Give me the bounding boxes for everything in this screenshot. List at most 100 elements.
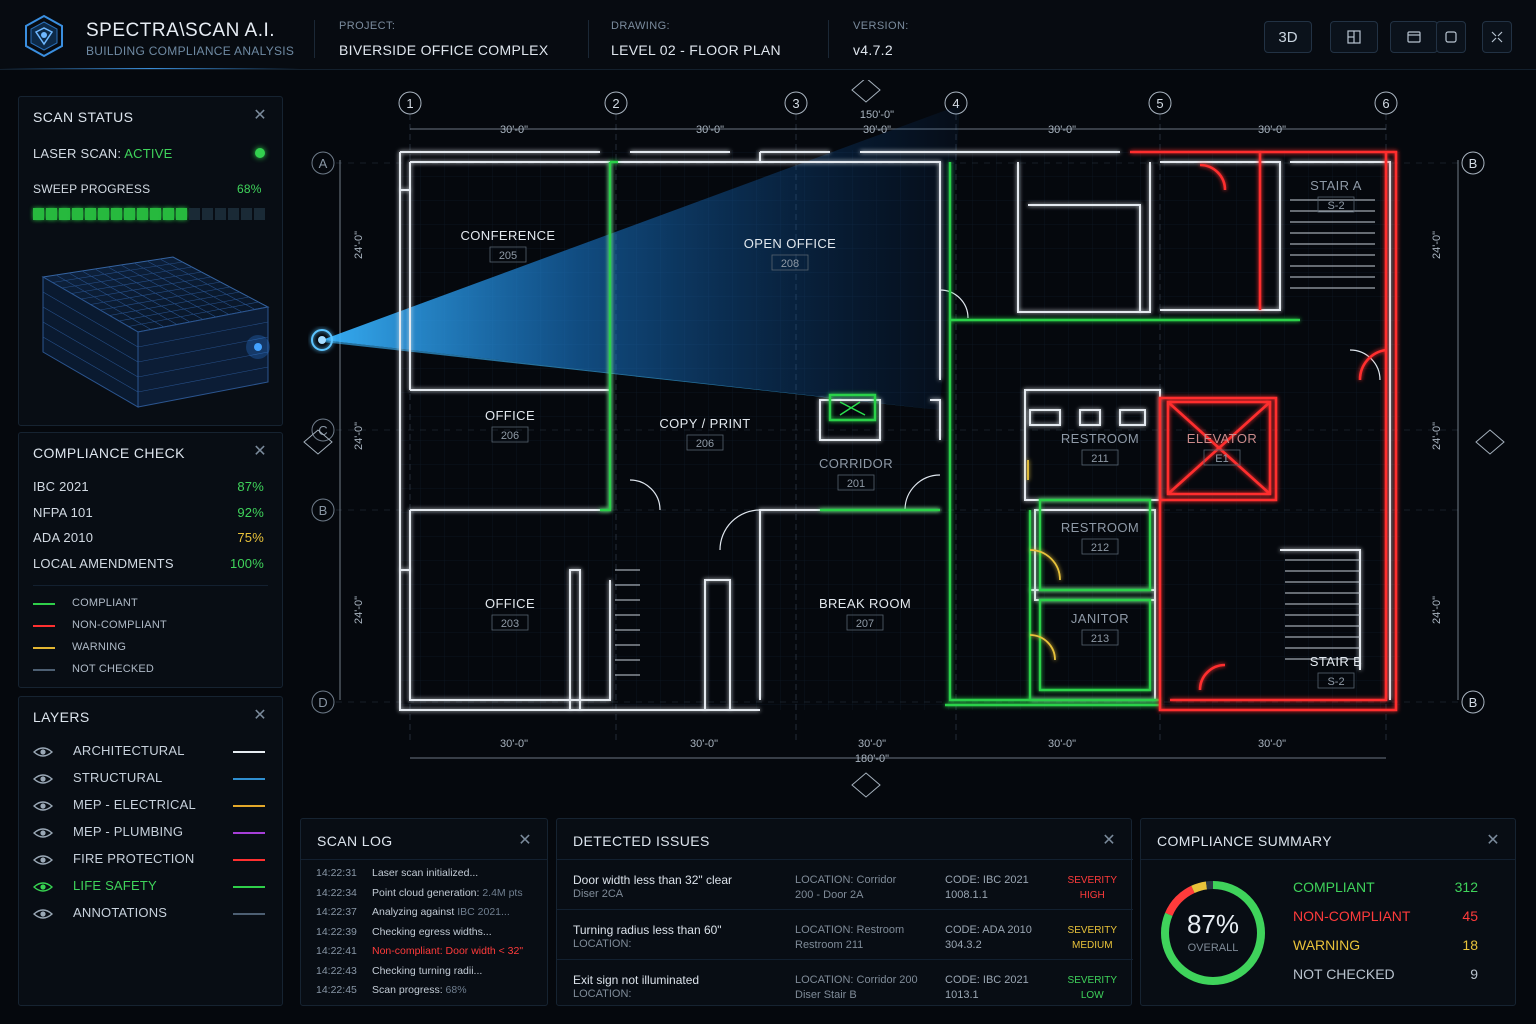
dimension-label: 24'-0"	[1431, 596, 1443, 624]
close-icon[interactable]: ✕	[253, 707, 267, 724]
sweep-value: 68%	[237, 182, 262, 196]
overall-percent: 87%	[1186, 909, 1240, 939]
room-name[interactable]: OFFICE	[485, 596, 535, 611]
issue-code-line: 1013.1	[945, 989, 979, 1001]
grid-label: 4	[952, 96, 959, 111]
room-name[interactable]: OPEN OFFICE	[744, 236, 837, 251]
issue-location-line: Diser Stair B	[795, 989, 857, 1001]
maximize-button[interactable]	[1436, 21, 1466, 53]
eye-icon[interactable]	[32, 907, 54, 919]
panel-title: LAYERS	[33, 709, 90, 725]
layer-color-swatch	[233, 751, 265, 753]
progress-segment	[228, 208, 239, 220]
close-icon[interactable]: ✕	[518, 832, 532, 849]
stair-treads	[615, 199, 1375, 676]
room-name[interactable]: JANITOR	[1071, 611, 1129, 626]
issue-code: CODE: IBC 2021 1013.1	[945, 973, 1029, 1003]
view-3d-button[interactable]: 3D	[1264, 21, 1312, 53]
overall-donut-chart	[1161, 881, 1265, 985]
dimension-label: 24'-0"	[353, 596, 365, 624]
issue-row[interactable]: Turning radius less than 60"LOCATION:LOC…	[557, 909, 1133, 959]
layer-label[interactable]: ANNOTATIONS	[73, 905, 168, 920]
room-number-box	[1203, 449, 1241, 466]
layer-color-swatch	[233, 805, 265, 807]
room-name[interactable]: CORRIDOR	[819, 456, 893, 471]
eye-icon[interactable]	[32, 772, 54, 784]
fullscreen-button[interactable]	[1482, 21, 1512, 53]
room-name[interactable]: BREAK ROOM	[819, 596, 911, 611]
layer-label[interactable]: ARCHITECTURAL	[73, 743, 185, 758]
issue-subtitle: LOCATION:	[573, 988, 632, 1000]
legend-swatch	[33, 625, 55, 627]
compliance-code-name: IBC 2021	[33, 479, 89, 494]
layer-label[interactable]: STRUCTURAL	[73, 770, 163, 785]
layer-color-swatch	[233, 778, 265, 780]
layer-label[interactable]: LIFE SAFETY	[73, 878, 157, 893]
dimension-label: 30'-0"	[1048, 124, 1076, 136]
grid-label: 2	[612, 96, 619, 111]
room-number-box	[1317, 672, 1355, 689]
room-number: S-2	[1327, 676, 1344, 688]
progress-segment	[85, 208, 96, 220]
close-icon[interactable]: ✕	[1486, 832, 1500, 849]
grid-label: 1	[406, 96, 413, 111]
close-icon[interactable]: ✕	[253, 107, 267, 124]
room-name[interactable]: ELEVATOR	[1187, 431, 1257, 446]
eye-icon[interactable]	[32, 880, 54, 892]
room-name[interactable]: RESTROOM	[1061, 520, 1139, 535]
layer-color-swatch	[233, 859, 265, 861]
dimension-label: 24'-0"	[1431, 231, 1443, 259]
issue-code-line: CODE: IBC 2021	[945, 974, 1029, 986]
room-number-box	[771, 254, 809, 271]
layer-label[interactable]: MEP - ELECTRICAL	[73, 797, 196, 812]
grid-bubble	[1148, 91, 1172, 115]
eye-icon[interactable]	[32, 799, 54, 811]
eye-icon[interactable]	[32, 745, 54, 757]
room-number-box	[1081, 449, 1119, 466]
eye-icon[interactable]	[32, 826, 54, 838]
layer-label[interactable]: MEP - PLUMBING	[73, 824, 184, 839]
log-time: 14:22:39	[316, 925, 357, 938]
close-icon[interactable]: ✕	[1102, 832, 1116, 849]
grid-bubble	[311, 690, 335, 714]
issue-location-line: LOCATION: Corridor	[795, 874, 897, 886]
laser-state: ACTIVE	[124, 146, 173, 161]
log-time: 14:22:37	[316, 906, 357, 918]
room-name[interactable]: RESTROOM	[1061, 431, 1139, 446]
legend-swatch	[33, 603, 55, 605]
warning-elements	[1027, 460, 1061, 661]
scan-status-panel: SCAN STATUS ✕ LASER SCAN: ACTIVE SWEEP P…	[18, 96, 283, 426]
severity-label: SEVERITY	[1067, 925, 1117, 936]
progress-segment	[137, 208, 148, 220]
room-number: 208	[781, 258, 799, 270]
layer-label[interactable]: FIRE PROTECTION	[73, 851, 195, 866]
log-message: Checking egress widths...	[372, 925, 492, 938]
door-swings	[629, 289, 1381, 551]
eye-icon[interactable]	[32, 853, 54, 865]
room-number-box	[1317, 196, 1355, 213]
dimension-label: 30'-0"	[500, 124, 528, 136]
issue-code-line: CODE: ADA 2010	[945, 924, 1032, 936]
building-3d-model-icon	[41, 256, 270, 408]
grid-label: D	[318, 695, 327, 710]
room-name[interactable]: OFFICE	[485, 408, 535, 423]
room-name[interactable]: COPY / PRINT	[659, 416, 750, 431]
room-name[interactable]: STAIR B	[1310, 654, 1362, 669]
room-name[interactable]: CONFERENCE	[460, 228, 555, 243]
window-button[interactable]	[1390, 21, 1438, 53]
laser-scan-beam	[322, 105, 960, 410]
layout-button[interactable]	[1330, 21, 1378, 53]
room-name[interactable]: STAIR A	[1310, 178, 1362, 193]
log-message: Point cloud generation: 2.4M pts	[372, 886, 523, 899]
room-number-box	[686, 434, 724, 451]
grid-label: A	[319, 156, 328, 171]
close-icon[interactable]: ✕	[253, 443, 267, 460]
compliance-code-name: LOCAL AMENDMENTS	[33, 555, 174, 571]
